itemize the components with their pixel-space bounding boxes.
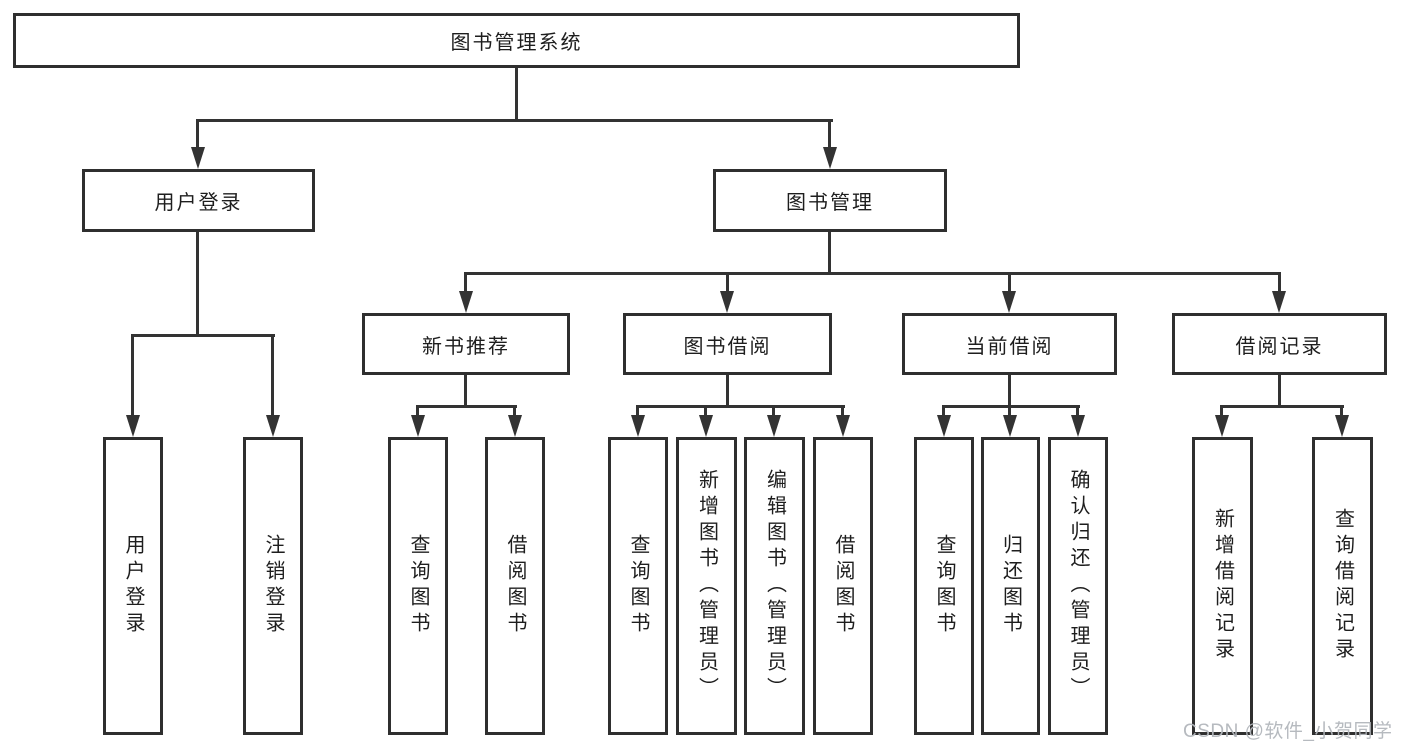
connector-line: [726, 375, 729, 408]
connector-line: [196, 119, 833, 122]
arrow-down-icon: [1335, 415, 1349, 437]
connector-line: [828, 119, 831, 149]
node-label: 图书管理系统: [450, 32, 583, 54]
connector-line: [131, 334, 275, 337]
arrow-down-icon: [1272, 291, 1286, 313]
leaf-label: 编辑图书（管理员）: [763, 469, 786, 703]
arrow-down-icon: [266, 415, 280, 437]
connector-line: [1008, 405, 1011, 417]
leaf-label: 查询图书: [933, 534, 955, 638]
connector-line: [416, 405, 517, 408]
leaf-label: 新增图书（管理员）: [695, 469, 718, 703]
connector-line: [636, 405, 845, 408]
leaf-label: 用户登录: [122, 534, 144, 638]
connector-line: [1220, 405, 1223, 417]
connector-line: [841, 405, 844, 417]
connector-line: [828, 232, 831, 275]
arrow-down-icon: [937, 415, 951, 437]
node-label: 图书借阅: [683, 335, 772, 358]
connector-line: [271, 334, 274, 419]
connector-line: [464, 272, 1281, 275]
arrow-down-icon: [1002, 291, 1016, 313]
leaf-label: 确认归还（管理员）: [1067, 469, 1089, 703]
connector-line: [1220, 405, 1344, 408]
leaf-label: 新增借阅记录: [1211, 508, 1234, 664]
connector-line: [636, 405, 639, 417]
arrow-down-icon: [1215, 415, 1229, 437]
arrow-down-icon: [1003, 415, 1017, 437]
connector-line: [196, 119, 199, 149]
node-current-borrowing: 当前借阅: [902, 313, 1117, 375]
arrow-down-icon: [459, 291, 473, 313]
node-label: 图书管理: [786, 192, 874, 214]
node-book-borrowing: 图书借阅: [623, 313, 832, 375]
node-label: 新书推荐: [422, 335, 510, 358]
leaf-user-login: 用户登录: [103, 437, 163, 735]
leaf-query-books-borrowing: 查询图书: [608, 437, 668, 735]
connector-line: [464, 375, 467, 408]
node-label: 当前借阅: [965, 335, 1054, 358]
leaf-add-book-admin: 新增图书（管理员）: [676, 437, 737, 735]
arrow-down-icon: [508, 415, 522, 437]
arrow-down-icon: [126, 415, 140, 437]
connector-line: [772, 405, 775, 417]
leaf-return-books: 归还图书: [981, 437, 1040, 735]
node-library-system: 图书管理系统: [13, 13, 1020, 68]
connector-line: [726, 272, 729, 294]
leaf-label: 归还图书: [999, 534, 1022, 638]
watermark: CSDN @软件_小贺同学: [1183, 721, 1393, 742]
node-book-management: 图书管理: [713, 169, 947, 232]
leaf-query-borrow-record: 查询借阅记录: [1312, 437, 1373, 735]
connector-line: [1076, 405, 1079, 417]
arrow-down-icon: [720, 291, 734, 313]
connector-line: [416, 405, 419, 417]
leaf-label: 查询借阅记录: [1331, 508, 1354, 664]
arrow-down-icon: [836, 415, 850, 437]
leaf-confirm-return-admin: 确认归还（管理员）: [1048, 437, 1108, 735]
arrow-down-icon: [411, 415, 425, 437]
connector-line: [942, 405, 945, 417]
connector-line: [131, 334, 134, 419]
connector-line: [1278, 375, 1281, 408]
arrow-down-icon: [1071, 415, 1085, 437]
leaf-borrow-books-recommend: 借阅图书: [485, 437, 545, 735]
leaf-borrow-books: 借阅图书: [813, 437, 873, 735]
connector-line: [464, 272, 467, 294]
leaf-edit-book-admin: 编辑图书（管理员）: [744, 437, 805, 735]
leaf-query-books-current: 查询图书: [914, 437, 974, 735]
leaf-logout: 注销登录: [243, 437, 303, 735]
connector-line: [1340, 405, 1343, 417]
node-borrowing-records: 借阅记录: [1172, 313, 1387, 375]
node-user-login: 用户登录: [82, 169, 315, 232]
leaf-label: 查询图书: [407, 534, 429, 638]
leaf-query-books-recommend: 查询图书: [388, 437, 448, 735]
leaf-add-borrow-record: 新增借阅记录: [1192, 437, 1253, 735]
node-new-book-recommend: 新书推荐: [362, 313, 570, 375]
connector-line: [515, 68, 518, 121]
arrow-down-icon: [699, 415, 713, 437]
arrow-down-icon: [631, 415, 645, 437]
connector-line: [1008, 375, 1011, 408]
node-label: 借阅记录: [1235, 335, 1324, 358]
leaf-label: 查询图书: [627, 534, 649, 638]
connector-line: [196, 232, 199, 337]
leaf-label: 注销登录: [262, 534, 284, 638]
connector-line: [1278, 272, 1281, 294]
connector-line: [704, 405, 707, 417]
arrow-down-icon: [767, 415, 781, 437]
arrow-down-icon: [191, 147, 205, 169]
node-label: 用户登录: [154, 192, 243, 214]
leaf-label: 借阅图书: [832, 534, 854, 638]
connector-line: [942, 405, 1080, 408]
arrow-down-icon: [823, 147, 837, 169]
connector-line: [513, 405, 516, 417]
connector-line: [1008, 272, 1011, 294]
leaf-label: 借阅图书: [504, 534, 526, 638]
